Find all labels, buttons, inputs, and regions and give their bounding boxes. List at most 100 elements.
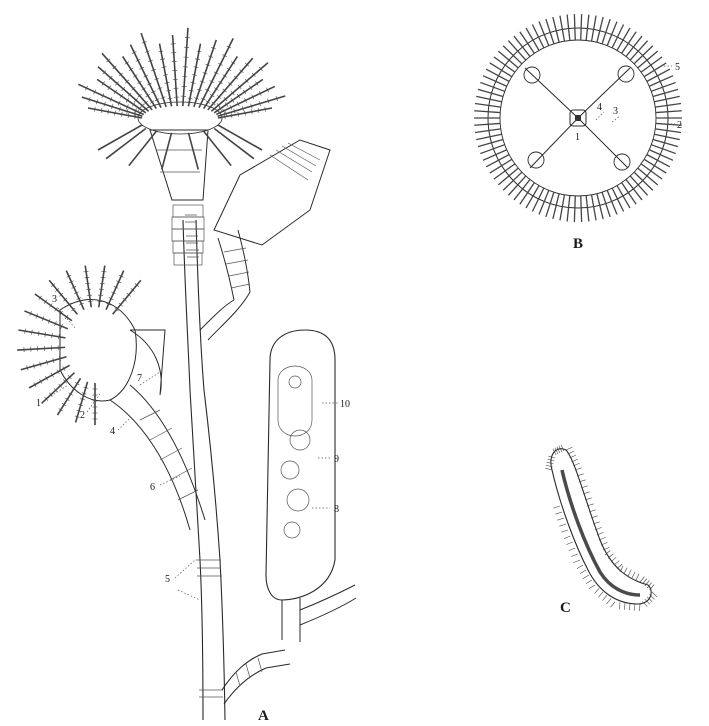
stroke-detail [626,179,642,199]
stroke-detail [503,46,522,64]
stroke-detail [589,585,595,589]
stroke-detail [546,465,553,467]
panel-b-medusa: 5 2 4 3 1 B [474,14,682,252]
stroke-detail [568,451,574,454]
stroke-detail [656,111,682,113]
stroke-detail [547,462,554,464]
stroke-detail [647,69,670,81]
stroke-detail [640,577,644,582]
medusa-label-4: 4 [597,102,602,113]
stroke-detail [617,564,622,569]
stroke-detail [42,373,75,404]
panel-c-planula: C [545,445,657,616]
colony-label-7: 7 [137,373,142,384]
stroke-detail [31,330,32,335]
stroke-detail [508,41,525,60]
stroke-detail [475,129,501,133]
colony-label-4: 4 [110,426,115,437]
stroke-detail [626,36,642,56]
basal-branch [222,650,290,704]
stroke-detail [606,599,611,604]
colony-label-8: 8 [334,504,339,515]
stroke-detail [622,183,637,205]
stroke-detail [592,195,597,221]
upper-hydranth [78,28,285,200]
stroke-detail [545,468,552,470]
stroke-detail [514,36,530,56]
stroke-detail [574,196,575,222]
colony-label-5: 5 [165,574,170,585]
stroke-detail [560,195,565,221]
stroke-detail [526,186,539,209]
stroke-detail [628,570,631,576]
stroke-detail [18,330,65,338]
colony-label-2: 2 [80,410,85,421]
stroke-detail [87,295,92,296]
stroke-detail [58,334,59,339]
medusa-label-5: 5 [675,62,680,73]
stroke-detail [598,592,603,597]
stroke-detail [629,603,630,610]
stroke-detail [634,172,653,190]
stroke-detail [214,128,254,158]
panel-label-b: B [573,236,583,252]
stroke-detail [17,347,65,350]
stroke-detail [583,575,589,579]
stroke-detail [474,123,500,125]
stroke-detail [218,125,262,150]
colony-label-9: 9 [334,454,339,465]
stroke-detail [594,588,599,593]
panel-a-colony: 1 2 3 4 5 6 7 8 9 10 A [17,28,356,724]
stroke-detail [586,580,592,584]
colony-label-3: 3 [52,294,57,305]
stroke-detail [475,104,501,108]
stroke-detail [634,46,653,64]
stroke-detail [84,271,89,272]
stroke-detail [555,512,562,514]
stroke-detail [204,131,231,165]
stroke-detail [162,133,172,170]
stroke-detail [647,155,670,167]
panel-label-c: C [560,600,571,616]
stroke-detail [567,15,570,41]
stroke-detail [611,557,616,562]
stroke-detail [188,133,198,170]
medusa-label-2: 2 [677,120,682,131]
stroke-detail [52,333,53,338]
stroke-detail [636,574,639,580]
stroke-detail [614,561,619,566]
stroke-detail [654,134,679,139]
stroke-detail [654,96,679,101]
stroke-detail [557,518,564,520]
stroke-detail [586,15,589,41]
stroke-detail [641,57,662,72]
stroke-detail [617,28,630,51]
stroke-detail [494,164,515,179]
left-hydranth [17,266,205,530]
stroke-detail [608,554,613,559]
stroke-detail [561,530,568,532]
stroke-detail [641,164,662,179]
stroke-detail [577,565,583,569]
stroke-detail [624,603,625,610]
stroke-detail [474,111,500,113]
stroke-detail [98,295,103,296]
stroke-detail [632,572,635,578]
gonotheca [266,330,356,642]
stroke-detail [571,554,577,557]
colony-label-10: 10 [340,399,350,410]
stroke-detail [25,329,26,334]
stroke-detail [559,524,566,526]
stroke-detail [520,32,535,54]
stroke-detail [514,179,530,199]
stroke-detail [644,63,666,77]
stroke-detail [486,155,509,167]
stroke-detail [98,125,142,150]
stroke-detail [622,32,637,54]
stroke-detail [560,16,565,42]
stroke-detail [567,196,570,222]
stroke-detail [634,604,635,611]
stroke-detail [644,159,666,173]
stroke-detail [100,283,105,284]
